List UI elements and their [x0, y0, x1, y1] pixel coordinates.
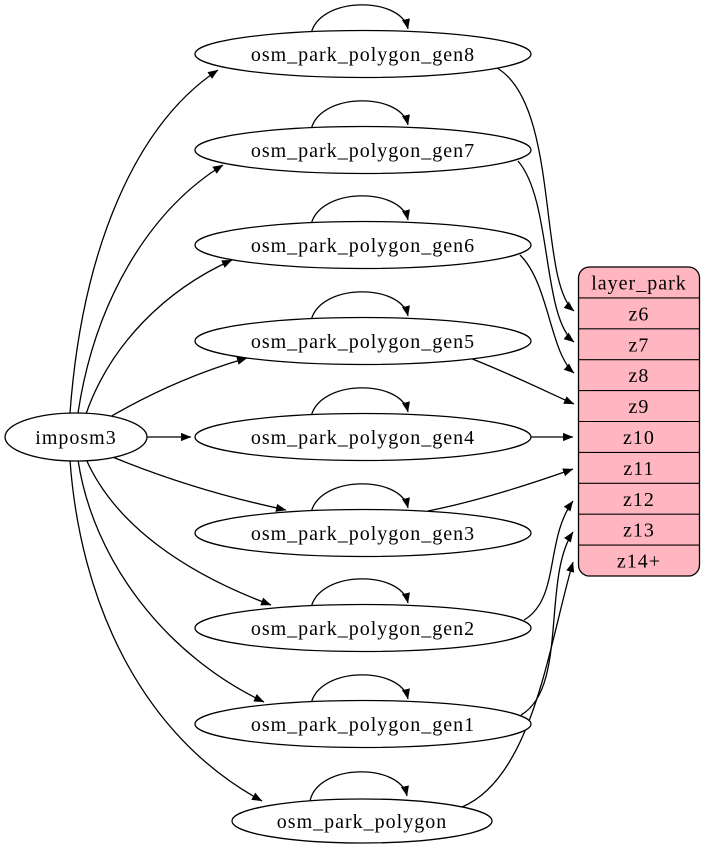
gen7-ellipse: [194, 125, 532, 175]
table-node-gen5: osm_park_polygon_gen5: [194, 316, 532, 366]
edge-imposm3-gen6: [85, 259, 233, 415]
edge-gen6-z8: [519, 254, 575, 374]
self-loop-gen5: [310, 291, 410, 322]
self-loop-gen6: [310, 195, 410, 226]
edge-imposm3-gen7: [77, 164, 224, 414]
table-node-gen3: osm_park_polygon_gen3: [194, 508, 532, 558]
table-node-gen4: osm_park_polygon_gen4: [194, 412, 532, 462]
gen4-ellipse: [194, 412, 532, 462]
edge-imposm3-gen5: [102, 356, 248, 422]
edges-tables-to-layer: [427, 67, 575, 808]
self-loop-edges: [309, 4, 410, 802]
layer-park-row-z9: z9: [629, 396, 650, 418]
gen1-ellipse: [194, 699, 532, 749]
self-loop-osm-park-polygon: [309, 771, 409, 802]
gen7-label: osm_park_polygon_gen7: [251, 140, 475, 162]
layer-park-record: layer_park z6 z7 z8 z9 z10 z11 z12 z13 z…: [577, 266, 701, 577]
edge-gen7-z7: [517, 160, 575, 343]
layer-park-row-z11: z11: [623, 458, 654, 480]
layer-park-row-z6: z6: [629, 303, 650, 325]
edges-imposm3-to-tables: [69, 69, 287, 802]
osm-park-polygon-label: osm_park_polygon: [277, 811, 447, 833]
imposm3-node: imposm3: [4, 412, 148, 462]
edge-imposm3-gen2: [85, 458, 272, 606]
edge-gen8-z6: [496, 67, 575, 312]
table-node-gen7: osm_park_polygon_gen7: [194, 125, 532, 175]
table-node-gen8: osm_park_polygon_gen8: [194, 29, 532, 79]
layer-park-row-z8: z8: [629, 365, 650, 387]
self-loop-gen7: [310, 100, 410, 131]
self-loop-gen2: [310, 578, 410, 609]
gen4-label: osm_park_polygon_gen4: [251, 427, 475, 449]
layer-park-row-z14: z14+: [617, 551, 661, 573]
gen1-label: osm_park_polygon_gen1: [251, 714, 475, 736]
osm-park-polygon-ellipse: [231, 798, 493, 844]
imposm3-label: imposm3: [35, 427, 116, 449]
gen2-ellipse: [194, 603, 532, 653]
self-loop-gen3: [310, 483, 410, 514]
table-node-gen6: osm_park_polygon_gen6: [194, 220, 532, 270]
table-node-osm-park-polygon: osm_park_polygon: [231, 798, 493, 844]
edge-gen3-z11: [427, 468, 574, 512]
layer-park-row-z13: z13: [623, 520, 655, 542]
table-node-gen2: osm_park_polygon_gen2: [194, 603, 532, 653]
edge-gen1-z13: [520, 531, 574, 716]
gen3-ellipse: [194, 508, 532, 558]
edge-gen5-z9: [469, 357, 575, 405]
edge-gen2-z12: [523, 500, 574, 621]
layer-park-row-z12: z12: [623, 489, 655, 511]
gen8-ellipse: [194, 29, 532, 79]
gen6-label: osm_park_polygon_gen6: [251, 235, 475, 257]
self-loop-gen1: [310, 674, 410, 705]
layer-park-row-z7: z7: [629, 334, 650, 356]
gen5-label: osm_park_polygon_gen5: [251, 331, 475, 353]
edge-imposm3-gen1: [77, 459, 265, 703]
imposm3-ellipse: [4, 412, 148, 462]
layer-park-row-z10: z10: [623, 427, 655, 449]
table-node-gen1: osm_park_polygon_gen1: [194, 699, 532, 749]
layer-park-header-cell: layer_park: [591, 273, 687, 295]
edge-imposm3-gen8: [69, 69, 219, 414]
edge-osm-park-polygon-z14: [461, 561, 575, 808]
gen6-ellipse: [194, 220, 532, 270]
self-loop-gen8: [310, 4, 410, 35]
gen2-label: osm_park_polygon_gen2: [251, 618, 475, 640]
edge-imposm3-osm-park-polygon: [69, 459, 263, 802]
gen3-label: osm_park_polygon_gen3: [251, 523, 475, 545]
self-loop-gen4: [310, 387, 410, 418]
gen8-label: osm_park_polygon_gen8: [251, 44, 475, 66]
gen5-ellipse: [194, 316, 532, 366]
edge-imposm3-gen3: [102, 452, 287, 512]
